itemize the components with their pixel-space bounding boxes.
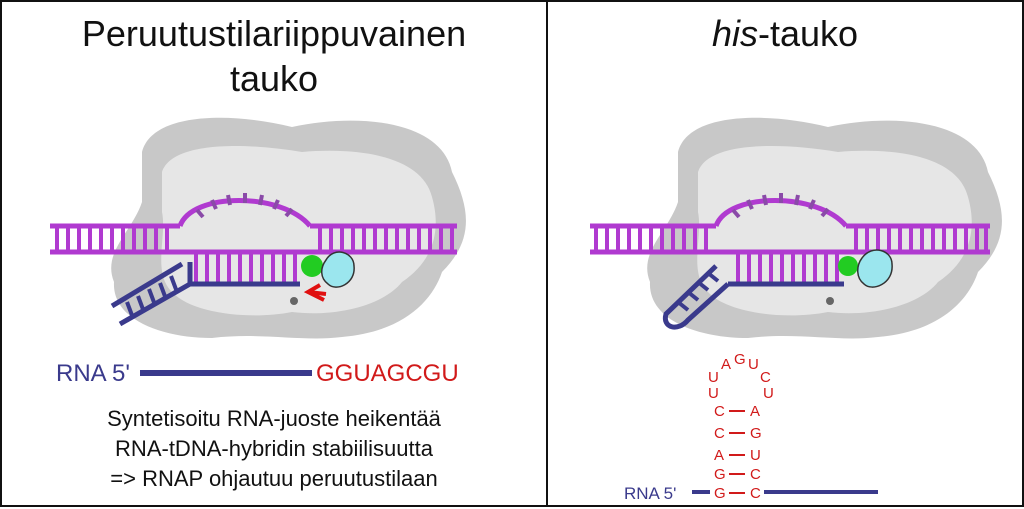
rna-strand	[662, 264, 844, 330]
left-note-line2: RNA-tDNA-hybridin stabiilisuutta	[115, 436, 433, 461]
mg-ion	[301, 255, 323, 277]
stem-right: A	[750, 403, 760, 420]
nucleotide-dot	[826, 297, 834, 305]
loop-letter: U	[748, 356, 759, 373]
base-pair-dashes	[729, 410, 745, 494]
hairpin-rungs	[676, 271, 720, 312]
loop-letter: A	[721, 356, 731, 373]
hybrid-rungs	[194, 252, 297, 282]
left-title-line2: tauko	[229, 58, 319, 99]
stem-right: G	[750, 425, 762, 442]
stem-left: G	[714, 466, 726, 483]
nucleotide-dot	[290, 297, 298, 305]
trigger-loop	[321, 251, 355, 288]
right-panel: his-tauko	[546, 0, 1024, 507]
right-title: his-tauko	[548, 12, 1022, 56]
left-rna-sequence: GGUAGCGU	[316, 360, 459, 387]
stem-right: U	[750, 447, 761, 464]
bubble-ticks	[195, 193, 294, 219]
right-title-italic: his	[711, 13, 758, 54]
stem-left: A	[714, 447, 724, 464]
backtrack-arrow	[303, 283, 327, 302]
left-rnap-diagram: RNA 5' GGUAGCGU	[50, 117, 466, 387]
right-rnap-diagram: U A G U C U U C A C G A U G C G C RNA 5'	[590, 117, 1002, 503]
stem-left: C	[714, 425, 725, 442]
left-title-line1: Peruutustilariippuvainen	[81, 13, 467, 54]
left-note-line3: => RNAP ohjautuu peruutustilaan	[110, 466, 438, 491]
mg-ion	[838, 256, 858, 276]
loop-letter: C	[760, 369, 771, 386]
loop-letter: G	[734, 351, 746, 368]
dna-rungs	[55, 226, 454, 252]
dna-strand	[50, 198, 457, 229]
trigger-loop	[857, 249, 893, 288]
dna-rungs	[594, 226, 988, 252]
loop-letter: U	[763, 385, 774, 402]
right-rna-label: RNA 5'	[624, 484, 676, 503]
left-panel: Peruutustilariippuvainen tauko	[0, 0, 548, 507]
loop-letter: U	[708, 385, 719, 402]
rnap-inner	[697, 146, 972, 316]
rna-exit-rungs	[125, 275, 179, 319]
left-note-line1: Syntetisoitu RNA-juoste heikentää	[107, 406, 441, 431]
stem-right: C	[750, 466, 761, 483]
right-title-rest: -tauko	[757, 13, 859, 54]
stem-right: C	[750, 485, 761, 502]
stem-left: G	[714, 485, 726, 502]
loop-letter: U	[708, 369, 719, 386]
bubble-ticks	[731, 193, 830, 219]
left-rna-label: RNA 5'	[56, 360, 130, 387]
hairpin: U A G U C U U C A C G A U G C G C	[708, 351, 774, 502]
stem-left: C	[714, 403, 725, 420]
hybrid-rungs	[736, 252, 839, 282]
